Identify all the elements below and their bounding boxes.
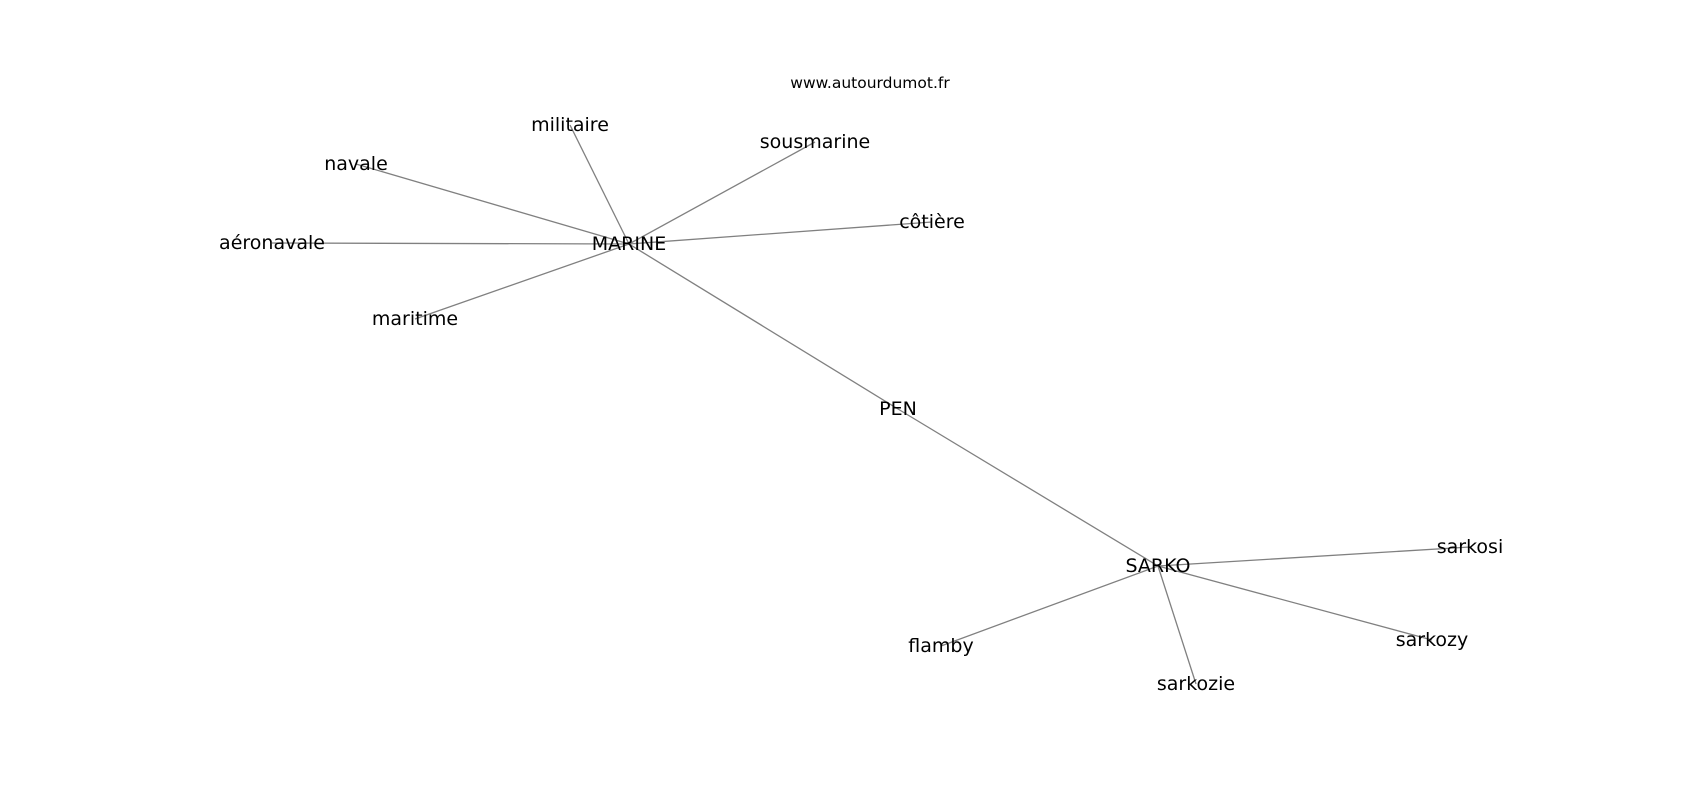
edge-marine-cotiere bbox=[628, 221, 933, 245]
node-militaire: militaire bbox=[531, 114, 609, 136]
node-pen: PEN bbox=[879, 398, 917, 420]
edge-marine-sousmarine bbox=[628, 141, 816, 245]
edge-marine-militaire bbox=[569, 124, 630, 245]
edge-sarko-sarkozy bbox=[1157, 565, 1433, 641]
edge-pen-sarko bbox=[897, 408, 1159, 567]
edge-marine-pen bbox=[628, 243, 899, 410]
node-sarkozie: sarkozie bbox=[1157, 673, 1235, 695]
node-sarko: SARKO bbox=[1126, 555, 1191, 577]
node-sarkozy: sarkozy bbox=[1396, 629, 1469, 651]
source-credit: www.autourdumot.fr bbox=[790, 74, 950, 92]
edge-sarko-sarkozie bbox=[1157, 565, 1197, 685]
edge-marine-navale bbox=[355, 163, 630, 245]
edge-sarko-flamby bbox=[940, 565, 1159, 647]
edge-sarko-sarkosi bbox=[1157, 546, 1471, 567]
graph-edges bbox=[271, 124, 1471, 685]
graph-nodes: MARINE PEN SARKO militaire sousmarine navale c… bbox=[219, 114, 1503, 695]
node-marine: MARINE bbox=[592, 233, 666, 255]
node-flamby: flamby bbox=[908, 635, 973, 657]
node-sarkosi: sarkosi bbox=[1437, 536, 1503, 558]
node-maritime: maritime bbox=[372, 308, 458, 330]
edge-marine-maritime bbox=[414, 243, 630, 320]
edge-marine-aeronavale bbox=[271, 242, 630, 245]
node-cotiere: côtière bbox=[899, 211, 965, 233]
node-aeronavale: aéronavale bbox=[219, 232, 325, 254]
node-navale: navale bbox=[324, 153, 388, 175]
node-sousmarine: sousmarine bbox=[760, 131, 870, 153]
